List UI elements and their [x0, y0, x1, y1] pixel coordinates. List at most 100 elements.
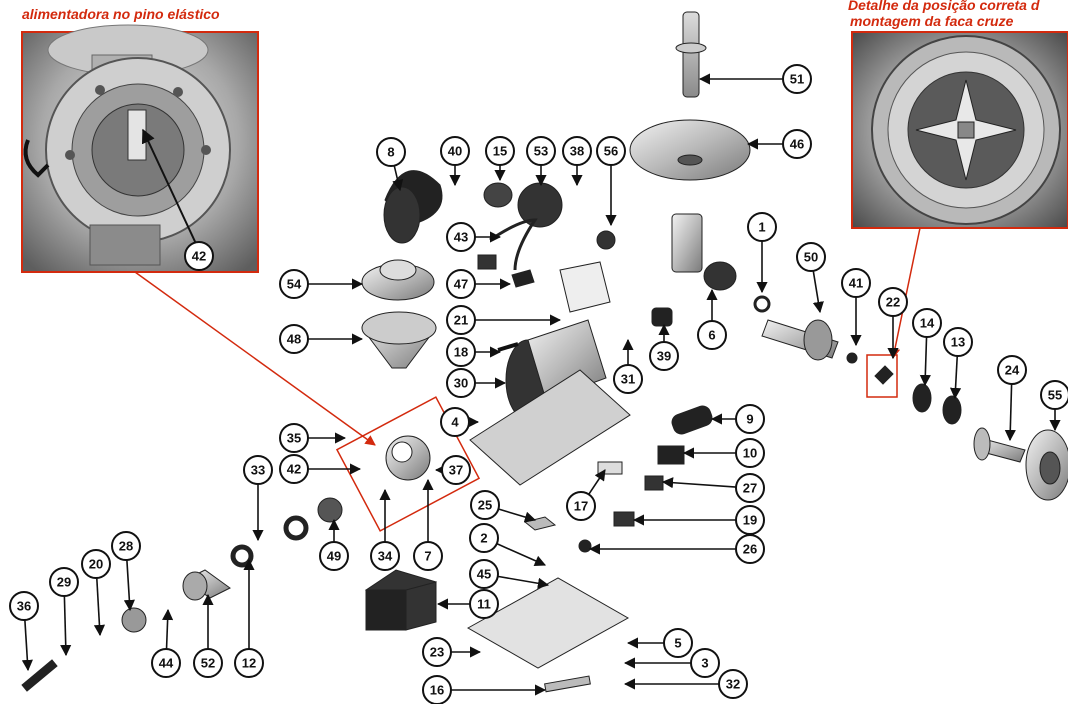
callout-number: 2	[480, 531, 487, 546]
callout-number: 33	[251, 463, 265, 478]
callout-circle	[735, 404, 765, 434]
callout-number: 22	[886, 295, 900, 310]
callout-32: 32	[718, 669, 748, 699]
detail-right-caption-line1: Detalhe da posição correta d	[848, 0, 1040, 13]
callout-41: 41	[841, 268, 871, 298]
callout-8: 8	[376, 137, 406, 167]
leader-line-29	[60, 595, 72, 657]
callout-circle	[782, 129, 812, 159]
callout-number: 1	[758, 220, 765, 235]
callout-2: 2	[469, 523, 499, 553]
callout-circle	[446, 269, 476, 299]
callout-number: 43	[454, 230, 468, 245]
leader-line-13	[949, 355, 962, 400]
callout-number: 41	[849, 276, 863, 291]
callout-number: 55	[1048, 388, 1062, 403]
callout-circle	[81, 549, 111, 579]
callout-47: 47	[446, 269, 476, 299]
callout-circle	[841, 268, 871, 298]
callout-number: 53	[534, 144, 548, 159]
callout-6: 6	[697, 320, 727, 350]
callout-56: 56	[596, 136, 626, 166]
leader-line-2	[496, 542, 547, 567]
callout-circle	[747, 212, 777, 242]
callout-number: 3	[701, 656, 708, 671]
callout-circle	[469, 589, 499, 619]
callout-number: 15	[493, 144, 507, 159]
callout-circle	[997, 355, 1027, 385]
callout-circle	[9, 591, 39, 621]
callout-number: 29	[57, 575, 71, 590]
callout-1: 1	[747, 212, 777, 242]
callout-48: 48	[279, 324, 309, 354]
callout-circle	[943, 327, 973, 357]
callout-number: 5	[674, 636, 681, 651]
leader-line-14	[919, 336, 931, 387]
callout-17: 17	[566, 491, 596, 521]
callout-30: 30	[446, 368, 476, 398]
callout-circle	[735, 438, 765, 468]
callout-18: 18	[446, 337, 476, 367]
callout-number: 16	[430, 683, 444, 698]
callout-23: 23	[422, 637, 452, 667]
callout-33: 33	[243, 455, 273, 485]
callout-12: 12	[234, 648, 264, 678]
leader-line-17	[588, 469, 606, 495]
callout-circle	[1040, 380, 1068, 410]
callout-circle	[279, 423, 309, 453]
callout-circle	[485, 136, 515, 166]
callout-46: 46	[782, 129, 812, 159]
detail-right-photo	[851, 31, 1068, 229]
callout-number: 52	[201, 656, 215, 671]
callout-circle	[440, 407, 470, 437]
callout-number: 39	[657, 349, 671, 364]
callout-10: 10	[735, 438, 765, 468]
callout-circle	[376, 137, 406, 167]
callout-38: 38	[562, 136, 592, 166]
detail-left-callout: 42	[184, 241, 214, 271]
callout-circle	[446, 337, 476, 367]
callout-3: 3	[690, 648, 720, 678]
callout-49: 49	[319, 541, 349, 571]
callout-circle	[690, 648, 720, 678]
detail-left-callout-number: 42	[192, 249, 206, 264]
callout-53: 53	[526, 136, 556, 166]
callout-circle	[782, 64, 812, 94]
leader-line-45	[497, 575, 550, 589]
callout-circle	[279, 269, 309, 299]
callout-number: 46	[790, 137, 804, 152]
callout-39: 39	[649, 341, 679, 371]
callout-number: 14	[920, 316, 935, 331]
leader-lines	[21, 73, 1061, 696]
callout-37: 37	[441, 455, 471, 485]
detail-right-caption-line2: montagem da faca cruze	[850, 13, 1014, 29]
callout-15: 15	[485, 136, 515, 166]
callout-number: 51	[790, 72, 804, 87]
callout-number: 13	[951, 335, 965, 350]
callout-27: 27	[735, 473, 765, 503]
callout-7: 7	[413, 541, 443, 571]
leader-line-28	[123, 559, 135, 612]
callout-circle	[562, 136, 592, 166]
callout-number: 49	[327, 549, 341, 564]
callout-55: 55	[1040, 380, 1068, 410]
callout-number: 38	[570, 144, 584, 159]
callout-circle	[193, 648, 223, 678]
detail-left-photo	[21, 24, 259, 273]
callout-circle	[469, 559, 499, 589]
callout-circle	[111, 531, 141, 561]
callout-number: 8	[387, 145, 394, 160]
callout-34: 34	[370, 541, 400, 571]
callout-number: 19	[743, 513, 757, 528]
callout-number: 36	[17, 599, 31, 614]
callout-number: 10	[743, 446, 757, 461]
callout-number: 11	[477, 597, 491, 612]
callout-circle	[735, 473, 765, 503]
callout-50: 50	[796, 242, 826, 272]
callout-number: 7	[424, 549, 431, 564]
callout-circle	[279, 454, 309, 484]
callout-31: 31	[613, 364, 643, 394]
callout-circle	[796, 242, 826, 272]
callout-19: 19	[735, 505, 765, 535]
callout-number: 50	[804, 250, 818, 265]
